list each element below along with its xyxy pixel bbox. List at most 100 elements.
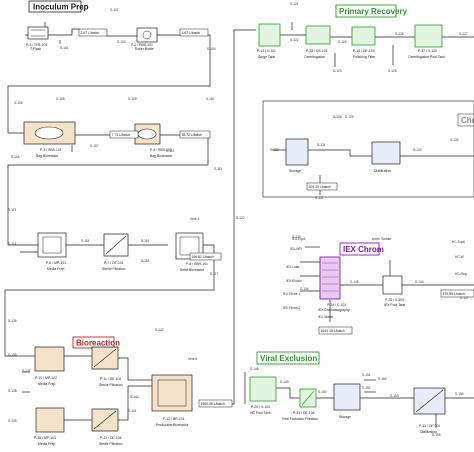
seed-bioreactor-id: P-8 / SBR-101 <box>186 262 208 266</box>
iex-pool-tank-icon[interactable] <box>382 275 403 295</box>
stream-label: S-128 <box>333 115 342 119</box>
stream-label: S-143 <box>292 235 301 239</box>
viral-exclusion-filter-id: P-21 / DE-104 <box>293 411 315 415</box>
storage-2-icon[interactable] <box>333 383 361 411</box>
t-flask-name: T-Flask <box>30 47 41 51</box>
media-prep-102-icon[interactable] <box>34 346 65 372</box>
diafiltration-2-id: P-31 / DF-101 <box>419 424 440 428</box>
bag-bioreactor-2-icon[interactable] <box>134 123 161 145</box>
stream-label: S-105 <box>14 101 23 105</box>
seed-bioreactor-name: Seed Bioreactor <box>180 268 205 272</box>
pool-tank-icon[interactable] <box>414 24 443 48</box>
stream-label: S-142 <box>155 328 164 332</box>
primary-recovery-header-box <box>335 4 397 18</box>
bag-bioreactor-2-id: P-4 / SBS-102 <box>150 148 172 152</box>
stream-label: S-116 <box>141 239 149 243</box>
stream-label: S-104 <box>207 47 216 51</box>
diafiltration-2-icon[interactable] <box>413 387 446 415</box>
sterile-filtration-101-icon[interactable] <box>103 233 129 257</box>
iex-rinse2-label: IEX-Rinse-2 <box>283 306 300 310</box>
polishing-filter-icon[interactable] <box>351 26 376 46</box>
stream-label: S-139 <box>8 419 17 423</box>
storage-2-name: Storage <box>339 415 351 419</box>
stream-label: S-138 <box>8 389 17 393</box>
sterile-filtration-102-id: P-11 / DE-102 <box>100 377 121 381</box>
amm-sulfate-label: Amm. Sulfate <box>372 237 391 241</box>
roller-bottle-name: Roller Bottle <box>135 47 154 51</box>
stream-label: S-122 <box>290 38 299 42</box>
bag-bioreactor-2-name: Bag Bioreactor <box>150 154 173 158</box>
stream-labels: S-102 S-101 S-103 S-104 S-105 S-107 S-10… <box>8 2 469 437</box>
stream-label: S-126 <box>395 32 404 36</box>
sterile-filtration-104-name: Sterile Filtration <box>99 442 123 446</box>
sterile-filtration-104-icon[interactable] <box>91 408 119 432</box>
stream-label: S-107 <box>90 144 99 148</box>
production-bioreactor-name: Production Bioreactor <box>156 423 189 427</box>
surge-tank-icon[interactable] <box>258 23 281 47</box>
batch-volume-7: 100.15 L/batch <box>309 185 332 189</box>
media-prep-102-id: P-10 / MP-102 <box>35 376 57 380</box>
viral-exclusion-header-box <box>256 351 320 365</box>
production-bioreactor-icon[interactable] <box>151 374 193 412</box>
sterile-filtration-104-id: P-31 / DE-104 <box>100 436 122 440</box>
surge-tank-id: P-14 / V-101 <box>257 49 276 53</box>
stream-label: S-148 <box>250 367 259 371</box>
diafiltration-1-name: Diafiltration <box>374 169 391 173</box>
stream-label: S-150 <box>318 390 327 394</box>
media-prep-103-name: Media Prep <box>38 442 55 446</box>
polishing-filter-id: P-16 / DE-103 <box>353 49 375 53</box>
sterile-filtration-102-icon[interactable] <box>91 346 119 370</box>
iex-column-icon[interactable] <box>319 256 341 300</box>
stream-label: S-115 <box>81 239 89 243</box>
stream-label: S-153 <box>390 394 399 398</box>
media-prep-101-name: Media Prep <box>47 267 64 271</box>
media-prep-103-id: P-30 / MP-103 <box>34 436 56 440</box>
bag-bioreactor-1-name: Bag Bioreactor <box>36 154 59 158</box>
stream-label: S-117 <box>210 272 218 276</box>
primary-recovery-header: Primary Recovery <box>339 7 408 16</box>
iex-equil-label: IEX-Equil <box>292 237 306 241</box>
t-flask-icon[interactable] <box>27 26 49 40</box>
stream-label: S-151 <box>362 373 371 377</box>
bag-bioreactor-1-icon[interactable] <box>23 121 76 145</box>
diafiltration-1-icon[interactable] <box>371 141 401 165</box>
stream-label: S-125 <box>388 69 397 73</box>
production-bioreactor-id: P-12 / BR-101 <box>163 417 185 421</box>
stream-label: S-144 <box>300 287 309 291</box>
viral-exclusion-filter-icon[interactable] <box>299 388 317 408</box>
stream-label: S-140 <box>130 395 139 399</box>
iex-elution-label: IEX-Elution <box>286 279 302 283</box>
viral-exclusion-header: Viral Exclusion <box>260 354 317 363</box>
centrifugation-icon[interactable] <box>305 25 331 45</box>
sterile-filtration-101-name: Sterile Filtration <box>102 267 126 271</box>
stream-label: S-121 <box>290 2 299 6</box>
stream-label: S-131 <box>317 143 326 147</box>
stream-label: S-135 <box>8 319 17 323</box>
viral-exclusion-filter-name: Viral Exclusion Filtration <box>282 417 318 421</box>
stream-label: S-129 <box>345 115 354 119</box>
stream-label: S-134 <box>450 138 459 142</box>
stream-label: S-136 <box>8 353 17 357</box>
stream-label: S-112 <box>166 149 174 153</box>
stream-label: S-111 <box>214 167 222 171</box>
stream-label: S-145 <box>350 280 359 284</box>
stream-label: S-147 <box>460 296 469 300</box>
storage-1-icon[interactable] <box>285 138 309 166</box>
centrifugation-name: Centrifugation <box>304 55 325 59</box>
stream-label: S-102 <box>110 8 119 12</box>
hc-pool-tank-icon[interactable] <box>249 376 277 402</box>
t-flask-id: P-1 / TFB-101 <box>26 43 47 47</box>
media-prep-103-icon[interactable] <box>35 407 65 433</box>
batch-volume-5: 196.81 L/batch <box>192 255 215 259</box>
storage-diafiltration-group <box>262 100 474 198</box>
hc-reg-label: HC-Reg <box>455 272 467 276</box>
centrifugation-id: P-15 / DS-101 <box>306 49 328 53</box>
batch-volume-9: 175.55 L/batch <box>443 292 466 296</box>
roller-bottle-icon[interactable] <box>136 27 158 43</box>
iex-column-id: P-24 / C-101 <box>327 303 346 307</box>
stream-label: S-123 <box>333 69 342 73</box>
iex-chrom-header: IEX Chrom <box>343 245 384 254</box>
media-prep-101-icon[interactable] <box>37 232 67 258</box>
buffer-labels: IEX-Equil IEX-WFI IEX-Load IEX-Elution I… <box>188 217 467 361</box>
